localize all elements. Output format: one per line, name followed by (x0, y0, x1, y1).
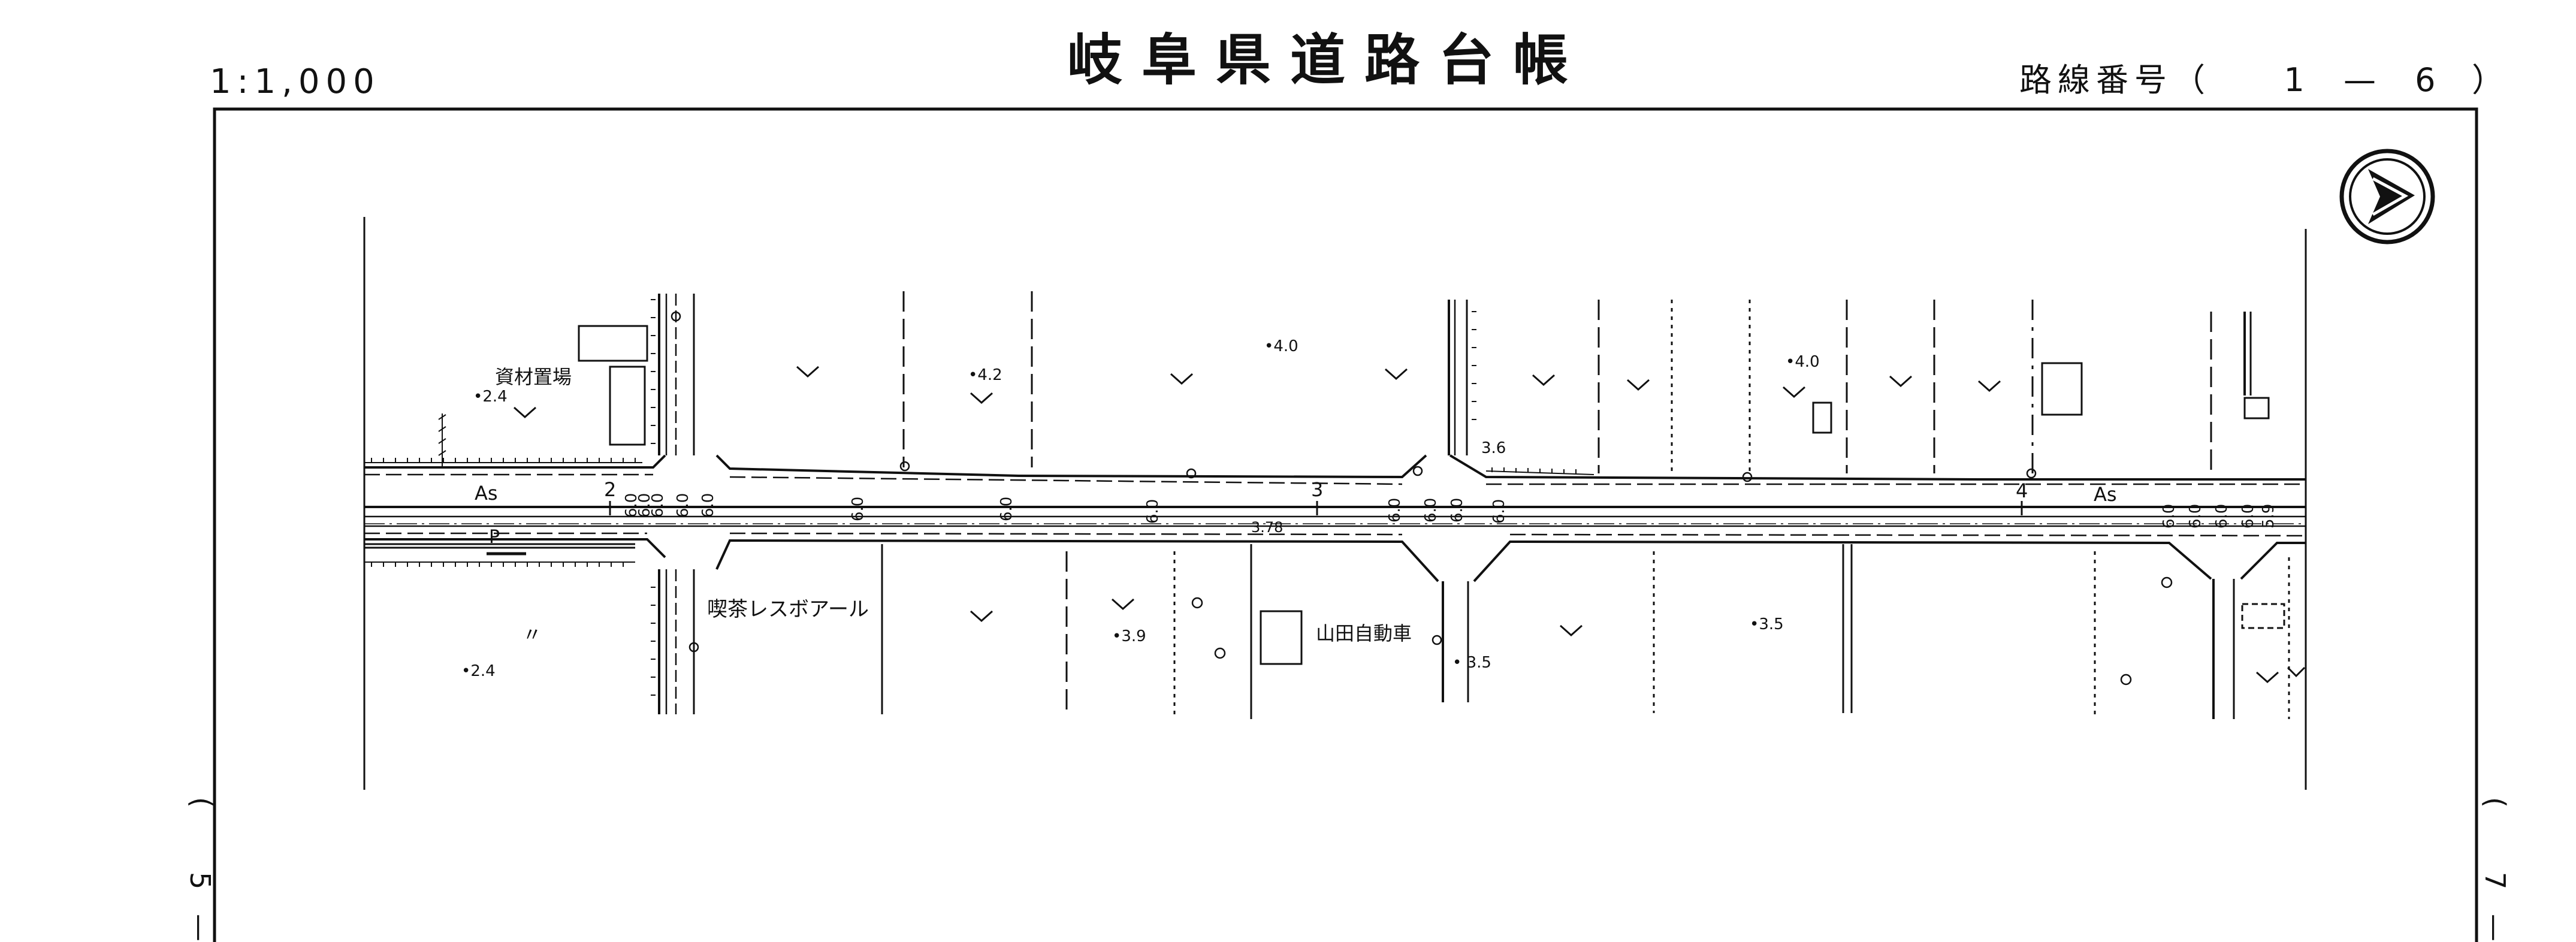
place-label-ditto: 〃 (523, 623, 542, 646)
parcel-lines-north (902, 291, 2212, 473)
building (1260, 610, 1303, 665)
width-label: 5.9 (2260, 504, 2278, 529)
map-labels: As As P 3.78 2 3 4 6.0 6.0 6.0 6.0 6.0 6… (461, 337, 2278, 680)
parcel-lines-south (881, 544, 2290, 719)
building (1812, 401, 1832, 434)
cross-road-middle (1412, 300, 1476, 702)
right-sheet-marker: ( 7 — (2479, 797, 2511, 941)
buildings (578, 325, 2285, 665)
width-label: 6.0 (849, 497, 867, 521)
width-label: 6.0 (674, 493, 692, 518)
right-marker-paren: ( (2479, 797, 2511, 808)
place-label-coffee-shop: 喫茶レスボアール (707, 597, 869, 621)
cross-road-east (2212, 312, 2252, 719)
station-ticks (609, 501, 2023, 515)
spot-height: •4.0 (1264, 337, 1298, 355)
spot-height: •4.2 (968, 366, 1002, 384)
right-marker-dash: — (2479, 914, 2511, 941)
width-label: 6.0 (998, 497, 1016, 521)
spot-height: •2.4 (461, 662, 496, 680)
place-label-yamada-motors: 山田自動車 (1316, 622, 1412, 645)
building (2041, 362, 2083, 416)
north-arrow-icon (2339, 149, 2435, 244)
width-label: 6.0 (2160, 504, 2178, 529)
spot-height: •3.5 (1750, 615, 1784, 633)
surface-label-west: As (475, 482, 498, 505)
sheet-header: 1:1,000 岐阜県道路台帳 路線番号（ 1 — 6 ） (210, 28, 2504, 101)
main-road (364, 454, 2306, 582)
spot-height: •4.0 (1786, 353, 1820, 371)
width-label: 6.0 (2187, 504, 2204, 529)
left-marker-paren: ( (185, 797, 218, 808)
place-label-material-yard: 資材置場 (495, 366, 572, 388)
field-marks (514, 366, 2306, 684)
building (2243, 397, 2270, 419)
left-marker-dash: — (184, 914, 216, 941)
scale-label: 1:1,000 (210, 62, 380, 101)
width-label: 6.0 (1490, 499, 1508, 524)
route-number-label: 路線番号（ (2019, 61, 2211, 99)
building (609, 366, 646, 446)
width-dimension-labels: 6.0 6.0 6.0 6.0 6.0 6.0 6.0 6.0 6.0 6.0 … (623, 493, 2278, 529)
sheet-frame (213, 107, 2478, 942)
spot-heights: •2.4 •4.2 •4.0 •4.0 3.6 •2.4 •3.9 •3.5 •… (461, 337, 1820, 680)
surface-label-east: As (2094, 483, 2117, 506)
building (2241, 603, 2285, 629)
width-label: 6.0 (1422, 498, 1440, 523)
route-number-value: 1 — 6 (2284, 61, 2450, 99)
station-number: 4 (2016, 479, 2028, 502)
width-label: 6.0 (649, 493, 667, 518)
left-sheet-marker: ( 5 — (184, 797, 218, 941)
utility-poles (899, 461, 2173, 686)
route-number-close: ） (2472, 61, 2504, 99)
station-number: 3 (1311, 478, 1323, 501)
width-label: 6.0 (1386, 498, 1404, 523)
width-label: 6.0 (1448, 498, 1466, 523)
left-marker-number: 5 (184, 872, 216, 889)
right-marker-number: 7 (2479, 872, 2511, 889)
road-width-center: 3.78 (1251, 519, 1283, 536)
width-label: 6.0 (2213, 504, 2231, 529)
station-number: 2 (604, 478, 616, 501)
spot-height: • 3.5 (1452, 654, 1491, 672)
map-area (363, 217, 2307, 790)
width-label: 6.0 (1144, 499, 1162, 524)
width-label: 6.0 (699, 493, 717, 518)
cross-road-west (651, 294, 699, 714)
hatched-fences (364, 413, 1594, 567)
spot-height: •3.9 (1112, 627, 1146, 645)
width-label: 6.0 (2239, 504, 2257, 529)
side-road-minor (1842, 544, 1853, 713)
building (578, 325, 648, 362)
width-label: 6.0 (636, 493, 654, 518)
spot-height: •2.4 (473, 388, 508, 406)
width-label: 6.0 (623, 493, 641, 518)
spot-height: 3.6 (1481, 439, 1506, 457)
sheet-title: 岐阜県道路台帳 (1067, 28, 1587, 92)
parking-label: P (489, 527, 500, 548)
